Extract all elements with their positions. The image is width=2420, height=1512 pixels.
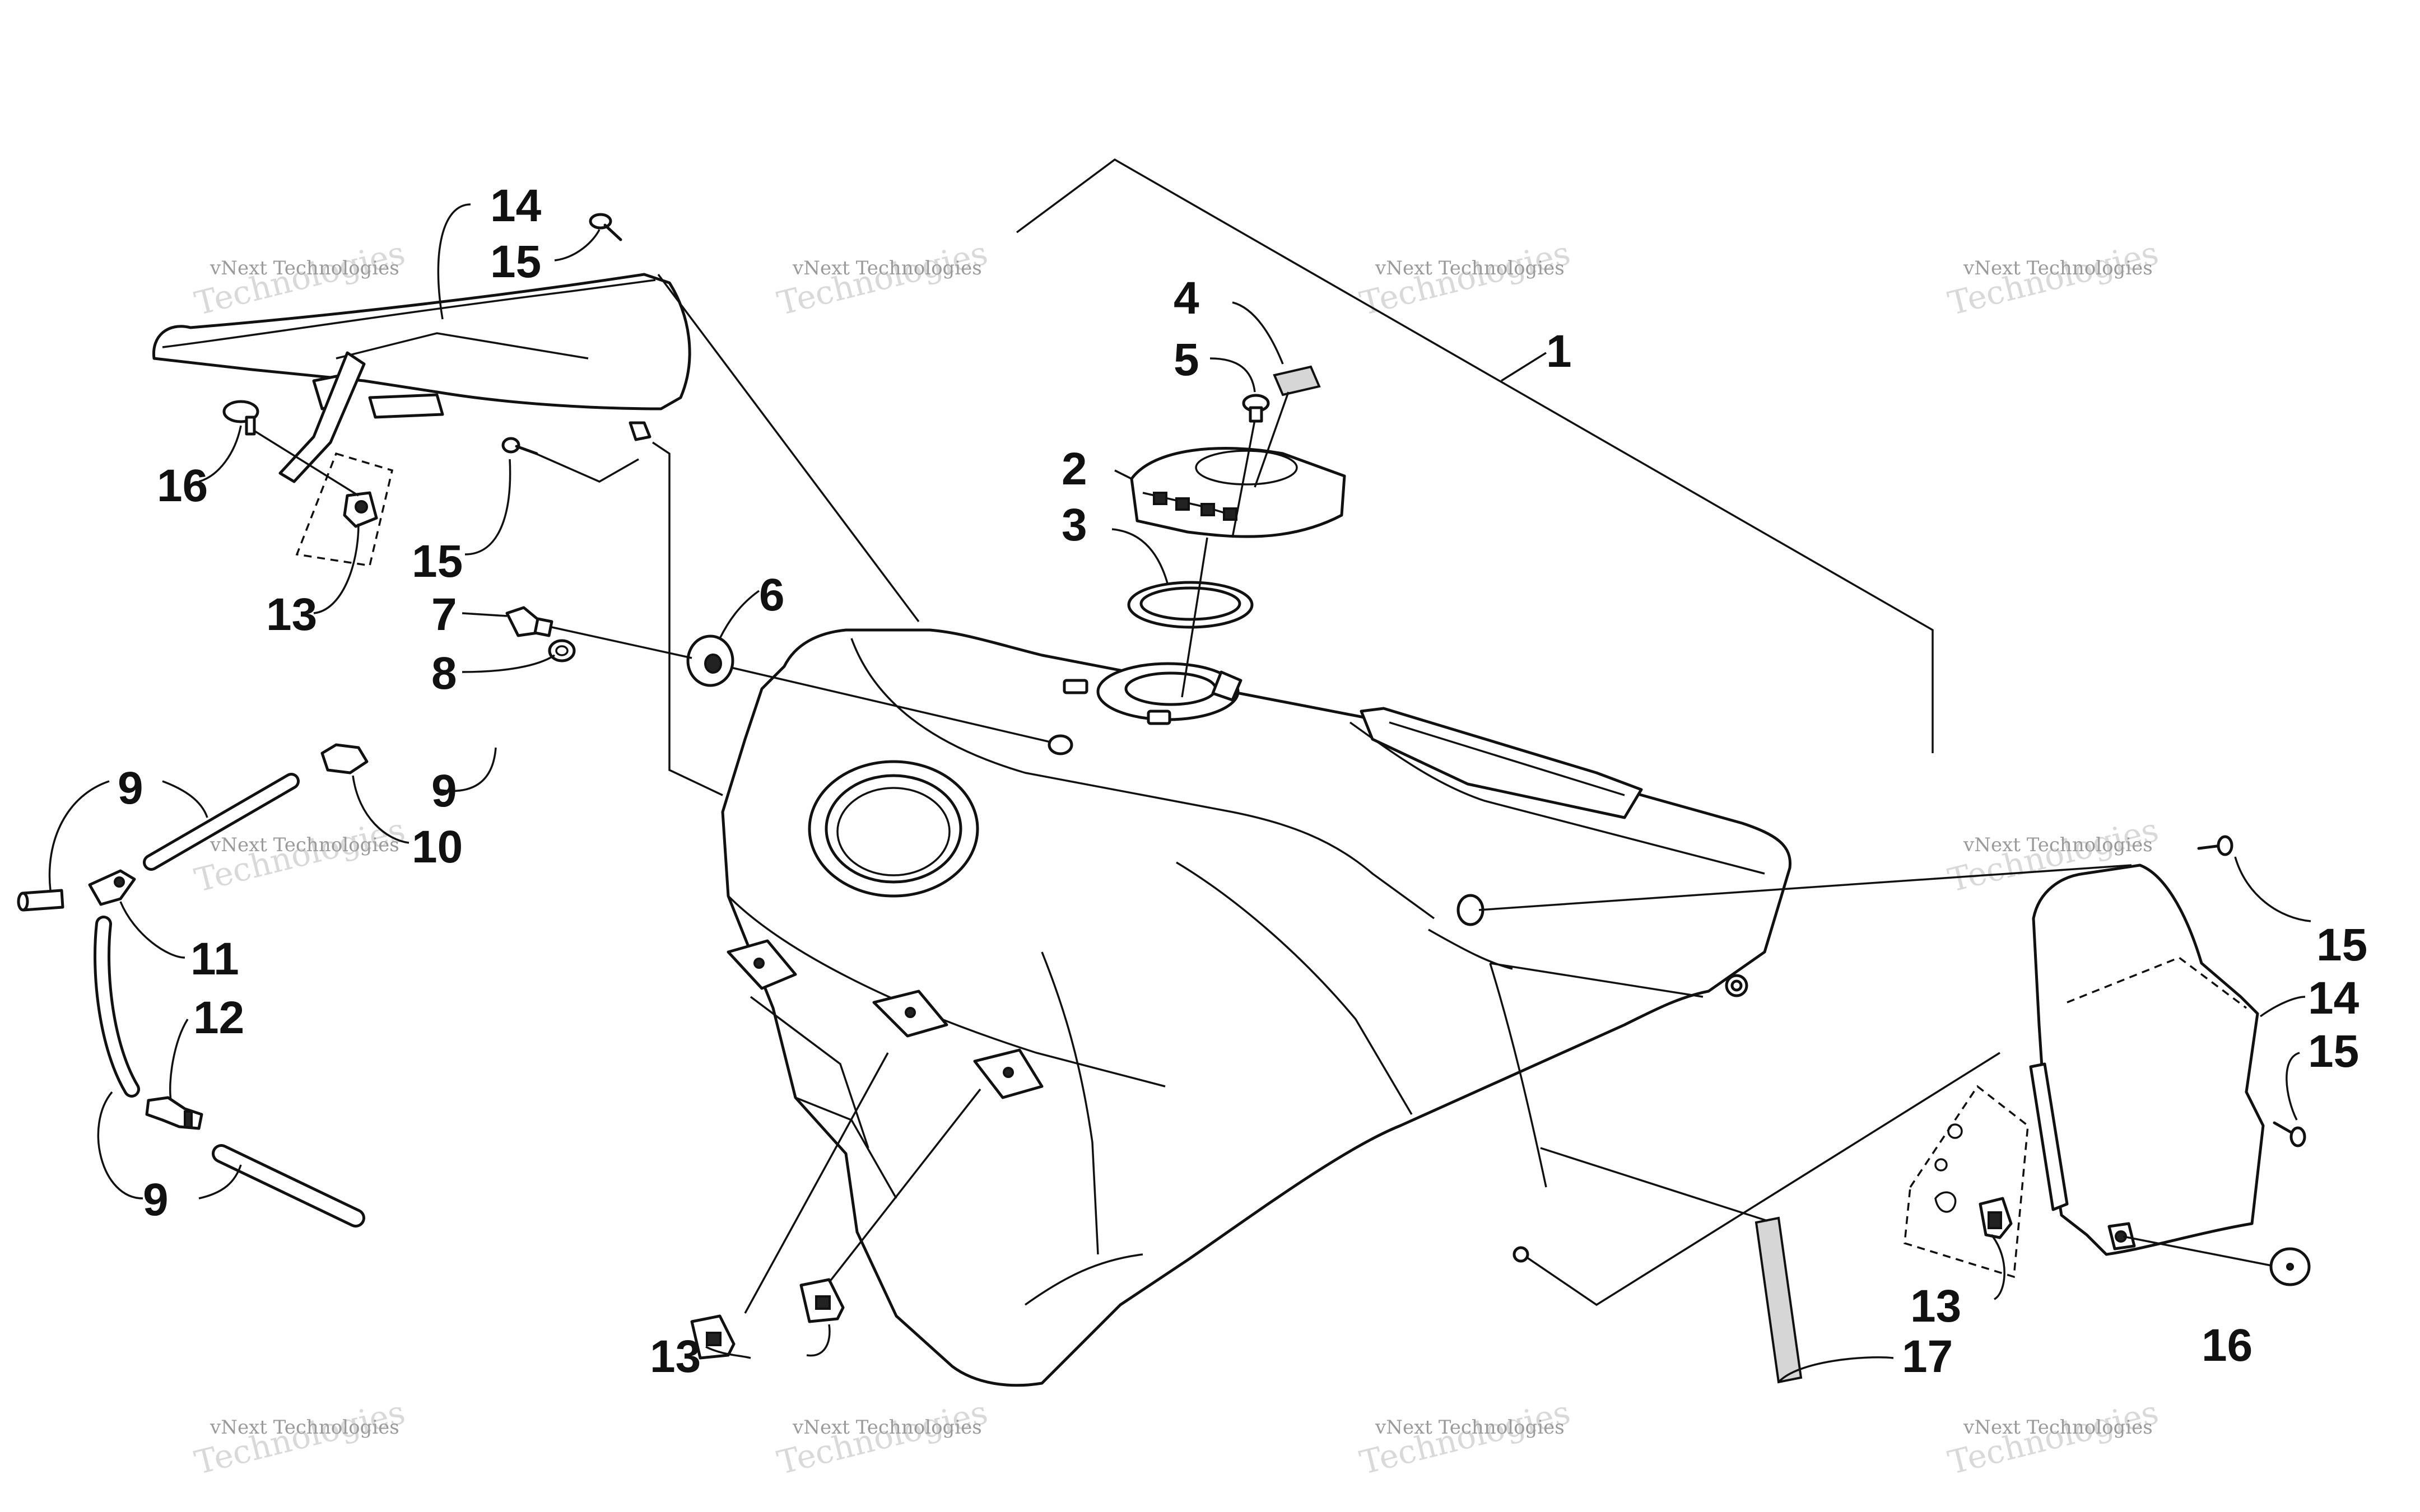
cap-screw	[1242, 394, 1270, 423]
callout-2: 2	[1062, 444, 1087, 494]
callout-9-lower: 9	[143, 1174, 169, 1225]
panel-clip-right	[1979, 1197, 2013, 1239]
callout-12: 12	[193, 992, 244, 1043]
callout-15-mid: 15	[412, 536, 463, 587]
panel-bracket-left	[295, 452, 394, 567]
panel-screw-upper-right	[2197, 835, 2233, 856]
callout-6: 6	[759, 570, 785, 620]
fuel-cap	[1130, 447, 1346, 538]
foam-strip	[1755, 1216, 1803, 1384]
panel-screw-lower-right	[2273, 1121, 2306, 1147]
callout-15-top: 15	[490, 236, 541, 287]
check-valve	[145, 1096, 203, 1130]
tank-clip-2	[799, 1278, 845, 1323]
callout-9-left: 9	[118, 763, 143, 814]
watermark-text: vNext Technologies	[1963, 834, 2153, 856]
callout-15-right-lower: 15	[2308, 1026, 2359, 1077]
watermark-text: vNext Technologies	[1375, 257, 1565, 279]
hose-clamp	[548, 639, 576, 662]
watermark-text: vNext Technologies	[210, 834, 399, 856]
fuel-tank	[721, 628, 1792, 1387]
watermark-text: vNext Technologies	[1375, 1416, 1565, 1439]
watermark-text: vNext Technologies	[1963, 1416, 2153, 1439]
vent-hose-upper	[365, 665, 651, 762]
callout-7: 7	[431, 589, 457, 640]
vent-grommet	[686, 634, 734, 687]
callout-15-right-upper: 15	[2316, 920, 2367, 970]
watermark-text: vNext Technologies	[1963, 257, 2153, 279]
callout-4: 4	[1174, 273, 1199, 324]
callout-13-upper: 13	[266, 589, 317, 640]
callout-10: 10	[412, 822, 463, 872]
watermark-text: vNext Technologies	[792, 257, 982, 279]
callout-13-lower: 13	[650, 1331, 701, 1382]
assembly-bracket	[1016, 158, 1934, 753]
vent-hose-diagonal	[143, 773, 300, 871]
callout-16-right: 16	[2202, 1320, 2253, 1371]
callout-13-right: 13	[1910, 1281, 1961, 1332]
callout-14-right: 14	[2308, 973, 2360, 1024]
callout-17: 17	[1902, 1331, 1953, 1382]
callout-labels: 1 2 3 4 5 6 7 8 9 10 9 11 12 9 14 15 16 …	[118, 180, 2367, 1382]
callout-8: 8	[431, 648, 457, 699]
callout-11: 11	[190, 934, 239, 984]
panel-bracket-right	[1904, 1085, 2029, 1278]
vent-hose-down	[94, 916, 140, 1098]
cap-gasket	[1127, 581, 1254, 629]
callout-9-upper: 9	[431, 766, 457, 816]
vent-hose-lower	[212, 1144, 365, 1228]
callout-14-upper: 14	[490, 180, 542, 231]
watermark-text: vNext Technologies	[210, 1416, 399, 1439]
vent-fitting	[505, 606, 553, 637]
side-panel-left	[152, 273, 691, 483]
panel-rivet-right	[2269, 1247, 2311, 1286]
panel-rivet-left	[222, 400, 259, 436]
watermark-text: vNext Technologies	[792, 1416, 982, 1439]
vent-hose-short	[17, 889, 64, 912]
tank-clip-1	[690, 1314, 736, 1360]
side-panel-right	[2029, 864, 2265, 1256]
watermark-text: vNext Technologies	[210, 257, 399, 279]
callout-5: 5	[1174, 334, 1199, 385]
callout-16-left: 16	[157, 460, 208, 511]
hose-connector	[320, 743, 369, 774]
callout-1: 1	[1546, 326, 1572, 377]
cap-decal	[1273, 365, 1321, 396]
tee-fitting	[88, 869, 136, 906]
panel-screw-top	[589, 213, 622, 241]
leader-lines	[48, 203, 2311, 1383]
callout-3: 3	[1062, 500, 1087, 550]
